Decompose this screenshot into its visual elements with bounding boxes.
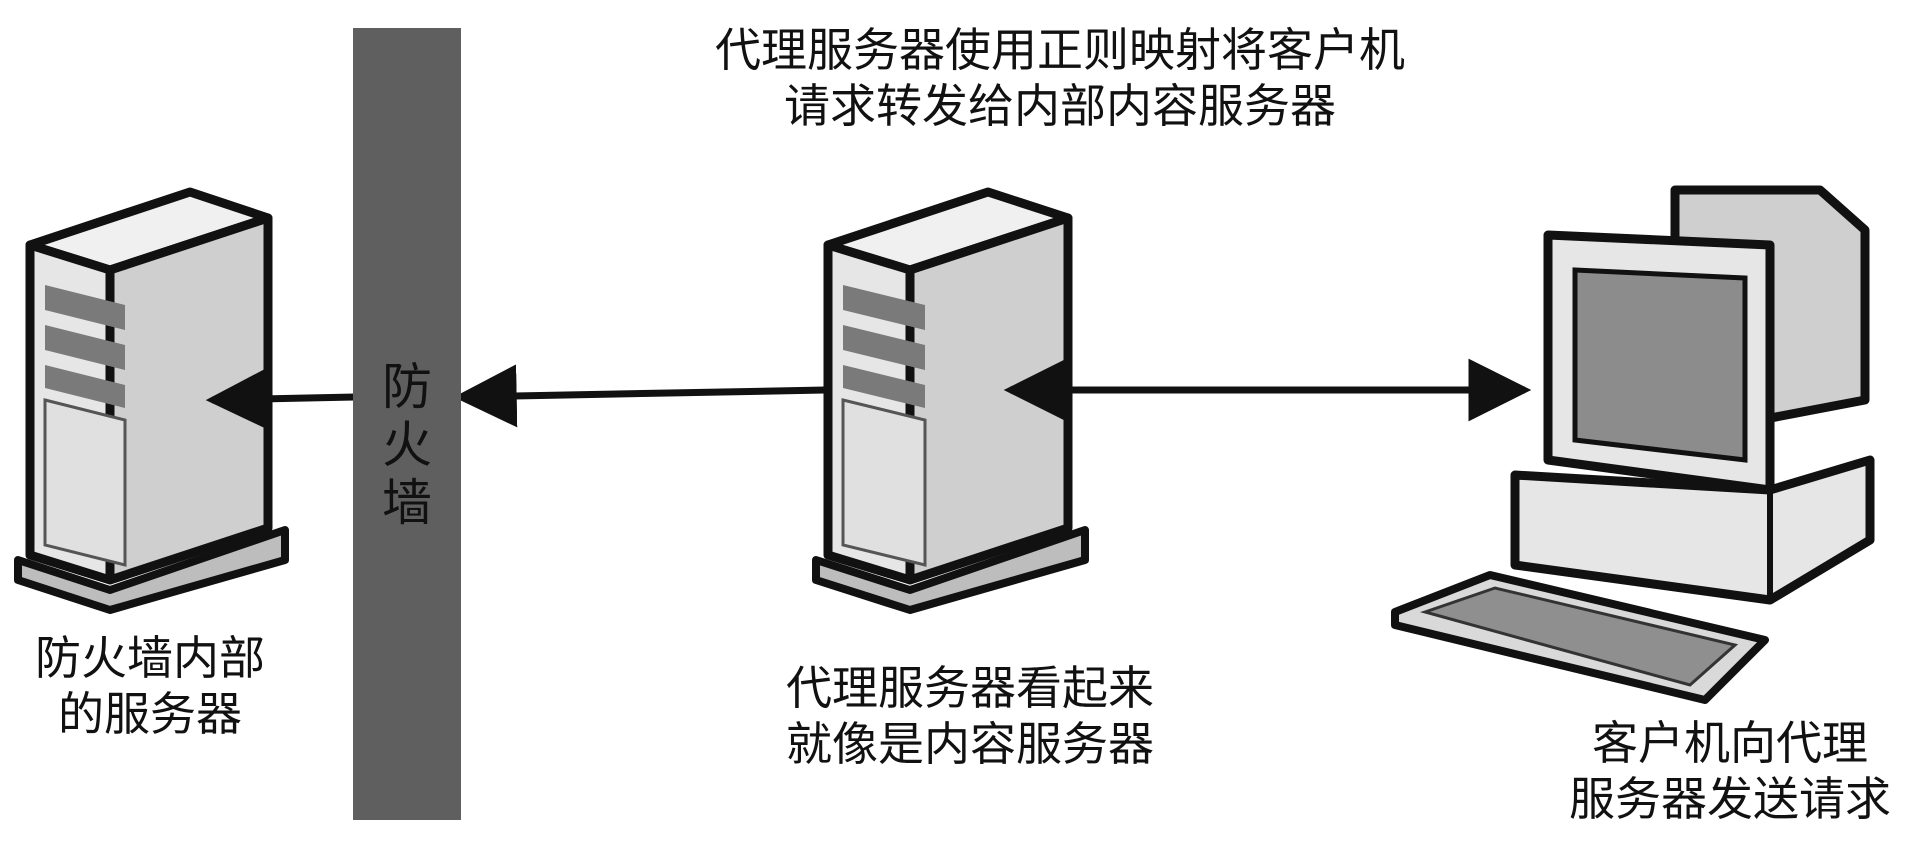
caption-line: 请求转发给内部内容服务器 xyxy=(784,79,1336,133)
client-caption: 客户机向代理 服务器发送请求 xyxy=(1560,715,1900,827)
arrow-proxy-to-firewall xyxy=(453,364,826,428)
firewall-bar: 防 火 墙 xyxy=(353,28,461,820)
caption-line: 的服务器 xyxy=(58,687,242,741)
firewall-label: 防 火 墙 xyxy=(353,358,461,532)
inner-server-caption: 防火墙内部 的服务器 xyxy=(20,630,280,742)
proxy-server-icon xyxy=(812,187,1089,614)
client-computer-icon xyxy=(1391,185,1875,704)
inner-server-icon xyxy=(14,187,289,614)
caption-line: 代理服务器看起来 xyxy=(786,661,1154,715)
firewall-char: 火 xyxy=(382,416,432,474)
caption-line: 服务器发送请求 xyxy=(1569,772,1891,826)
caption-line: 客户机向代理 xyxy=(1592,716,1868,770)
firewall-char: 墙 xyxy=(382,474,432,532)
firewall-char: 防 xyxy=(382,358,432,416)
proxy-server-caption: 代理服务器看起来 就像是内容服务器 xyxy=(760,660,1180,772)
caption-line: 就像是内容服务器 xyxy=(786,717,1154,771)
caption-line: 代理服务器使用正则映射将客户机 xyxy=(715,23,1405,77)
caption-line: 防火墙内部 xyxy=(35,631,265,685)
arrow-firewall-to-inner-server xyxy=(205,367,356,431)
